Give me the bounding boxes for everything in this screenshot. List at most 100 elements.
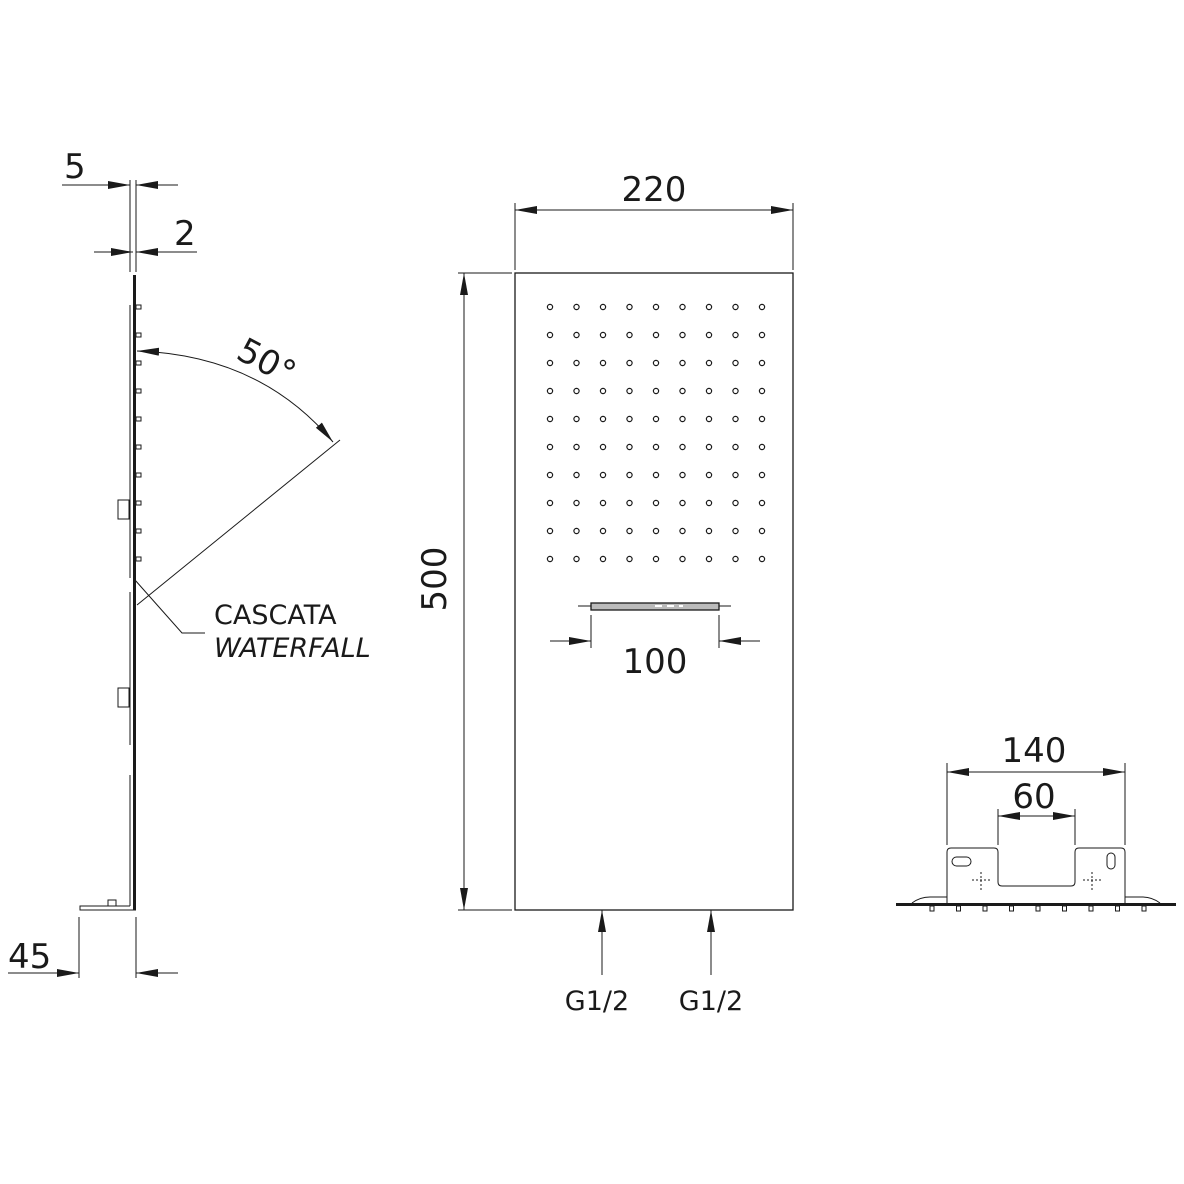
dim-bracket-depth: 45 [8, 937, 51, 977]
nozzle-nub [1009, 905, 1014, 912]
nozzle [652, 303, 660, 311]
nozzle-nub [135, 388, 142, 394]
nozzle [599, 303, 607, 311]
nozzle [679, 387, 686, 395]
nozzle [679, 331, 686, 339]
nozzle [546, 303, 554, 311]
bracket-view: 140 60 [896, 731, 1176, 912]
nozzle [732, 443, 739, 451]
nozzle [652, 443, 660, 451]
nozzle [732, 499, 739, 507]
inlet-label-right: G1/2 [679, 986, 743, 1017]
nozzle [652, 555, 660, 563]
nozzle-nub [1035, 905, 1041, 912]
nozzle [652, 499, 660, 507]
nozzle [626, 415, 633, 423]
nozzle [732, 303, 739, 311]
nozzle [546, 527, 554, 535]
nozzle [626, 359, 633, 367]
spray-angle-line [136, 439, 341, 606]
nozzle-nub [956, 905, 961, 912]
waterfall-label-it: CASCATA [214, 600, 337, 631]
screw-mark-left [972, 872, 991, 890]
nozzle [626, 471, 633, 479]
nozzle-nub [135, 444, 142, 450]
dim-slot-width: 100 [623, 642, 688, 682]
nozzle [626, 331, 633, 339]
dim-width: 220 [622, 170, 687, 210]
nozzle [679, 415, 686, 423]
nozzle-nub [929, 905, 935, 912]
dim-height: 500 [415, 547, 455, 612]
nozzle [573, 527, 580, 535]
nozzle [573, 415, 580, 423]
nozzle [626, 555, 633, 563]
dim-plate-thickness: 2 [174, 214, 196, 254]
nozzle [758, 443, 766, 451]
waterfall-leader [134, 579, 205, 634]
nozzle [652, 331, 660, 339]
nozzle-nub [982, 905, 988, 912]
nozzle [705, 387, 713, 395]
nozzle [705, 359, 713, 367]
nozzle [679, 499, 686, 507]
nozzle [679, 471, 686, 479]
nozzle [705, 415, 713, 423]
nozzle [573, 303, 580, 311]
nozzle [758, 303, 766, 311]
nozzle-nub [135, 556, 142, 562]
nozzle [652, 359, 660, 367]
nozzle [599, 471, 607, 479]
nozzle [573, 443, 580, 451]
nozzle-nub [1141, 905, 1147, 912]
nozzle [705, 471, 713, 479]
dim-angle: 50° [230, 330, 302, 394]
nozzle [758, 387, 766, 395]
side-view: 5 2 45 50° CASCATA WATERFALL [8, 147, 371, 978]
inlet-label-left: G1/2 [565, 986, 629, 1017]
nozzle [546, 555, 554, 563]
nozzle [626, 443, 633, 451]
nozzle [626, 527, 633, 535]
nozzle-nub [1088, 905, 1094, 912]
nozzle [679, 359, 686, 367]
nozzle-nub [1062, 905, 1067, 912]
nozzle [599, 527, 607, 535]
nozzle [626, 499, 633, 507]
nozzle [652, 471, 660, 479]
nozzle [573, 387, 580, 395]
nozzle [573, 499, 580, 507]
nozzle-nub [135, 360, 142, 366]
clip [117, 687, 130, 708]
clip [117, 499, 130, 520]
nozzle-nub [1115, 905, 1120, 912]
nozzle [546, 387, 554, 395]
nozzle [758, 527, 766, 535]
bracket-foot [79, 905, 136, 911]
nozzle [705, 331, 713, 339]
nozzle [732, 359, 739, 367]
dim-inner-width: 60 [1012, 777, 1055, 817]
nozzle [758, 331, 766, 339]
nozzle [705, 443, 713, 451]
nozzle [546, 471, 554, 479]
nozzle-nub [135, 500, 142, 506]
nozzle [546, 359, 554, 367]
nozzle [626, 303, 633, 311]
nozzle [705, 527, 713, 535]
nozzle [679, 527, 686, 535]
nozzle [573, 471, 580, 479]
waterfall-label-en: WATERFALL [214, 633, 371, 664]
panel-edge [896, 903, 1176, 906]
nozzle-nub [135, 472, 142, 478]
nozzle-nub [135, 304, 142, 310]
front-plate [133, 275, 136, 910]
nozzle [679, 555, 686, 563]
nozzle [679, 303, 686, 311]
nozzle [758, 499, 766, 507]
nozzle [546, 415, 554, 423]
nozzle-grid [546, 303, 766, 563]
nozzle [679, 443, 686, 451]
nozzle [599, 499, 607, 507]
